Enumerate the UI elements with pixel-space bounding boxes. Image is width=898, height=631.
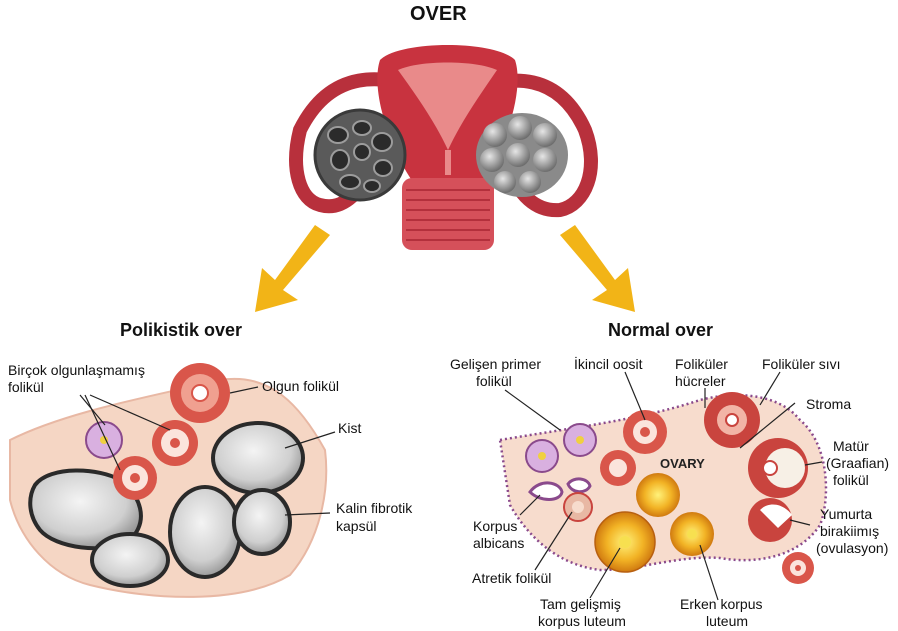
label-early-corpus-luteum-1: Erken korpus — [680, 596, 762, 612]
label-capsule-2: kapsül — [336, 518, 376, 534]
label-full-corpus-luteum-2: korpus luteum — [538, 613, 626, 629]
arrow-left — [255, 225, 330, 312]
mature-follicle — [170, 363, 230, 423]
uterus-illustration — [296, 45, 591, 250]
label-early-corpus-luteum-2: luteum — [706, 613, 748, 629]
arrow-right — [560, 225, 635, 312]
normal-heading: Normal over — [608, 322, 713, 338]
label-immature-follicles-1: Birçok olgunlaşmamış — [8, 362, 145, 378]
label-primary-follicle-1: Gelişen primer — [450, 356, 541, 372]
label-follicular-cells-2: hücreler — [675, 373, 726, 389]
label-graafian-2: (Graafian) — [826, 455, 889, 471]
label-cyst: Kist — [338, 420, 361, 436]
label-atretic-follicle: Atretik folikül — [472, 570, 551, 586]
label-full-corpus-luteum-1: Tam gelişmiş — [540, 596, 621, 612]
graafian-follicle — [748, 438, 808, 498]
label-immature-follicles-2: folikül — [8, 379, 44, 395]
label-follicular-fluid: Foliküler sıvı — [762, 356, 841, 372]
label-corpus-albicans-1: Korpus — [473, 518, 517, 534]
label-stroma: Stroma — [806, 396, 851, 412]
label-primary-follicle-2: folikül — [476, 373, 512, 389]
label-ovulation-1: Yumurta — [820, 506, 872, 522]
polycystic-ovary — [10, 363, 326, 597]
label-ovary-word: OVARY — [660, 456, 705, 472]
label-graafian-3: folikül — [833, 472, 869, 488]
label-ovulation-3: (ovulasyon) — [816, 540, 888, 556]
label-ovulation-2: birakiimış — [820, 523, 879, 539]
label-follicular-cells-1: Foliküler — [675, 356, 728, 372]
label-capsule-1: Kalin fibrotik — [336, 500, 412, 516]
label-mature-follicle: Olgun folikül — [262, 378, 339, 394]
label-corpus-albicans-2: albicans — [473, 535, 524, 551]
normal-ovary — [500, 392, 826, 584]
polycystic-heading: Polikistik over — [120, 322, 242, 338]
label-graafian-1: Matür — [833, 438, 869, 454]
diagram-title: OVER — [410, 6, 467, 22]
atretic-follicle — [564, 493, 592, 521]
label-secondary-oocyte: İkincil oosit — [574, 356, 642, 372]
